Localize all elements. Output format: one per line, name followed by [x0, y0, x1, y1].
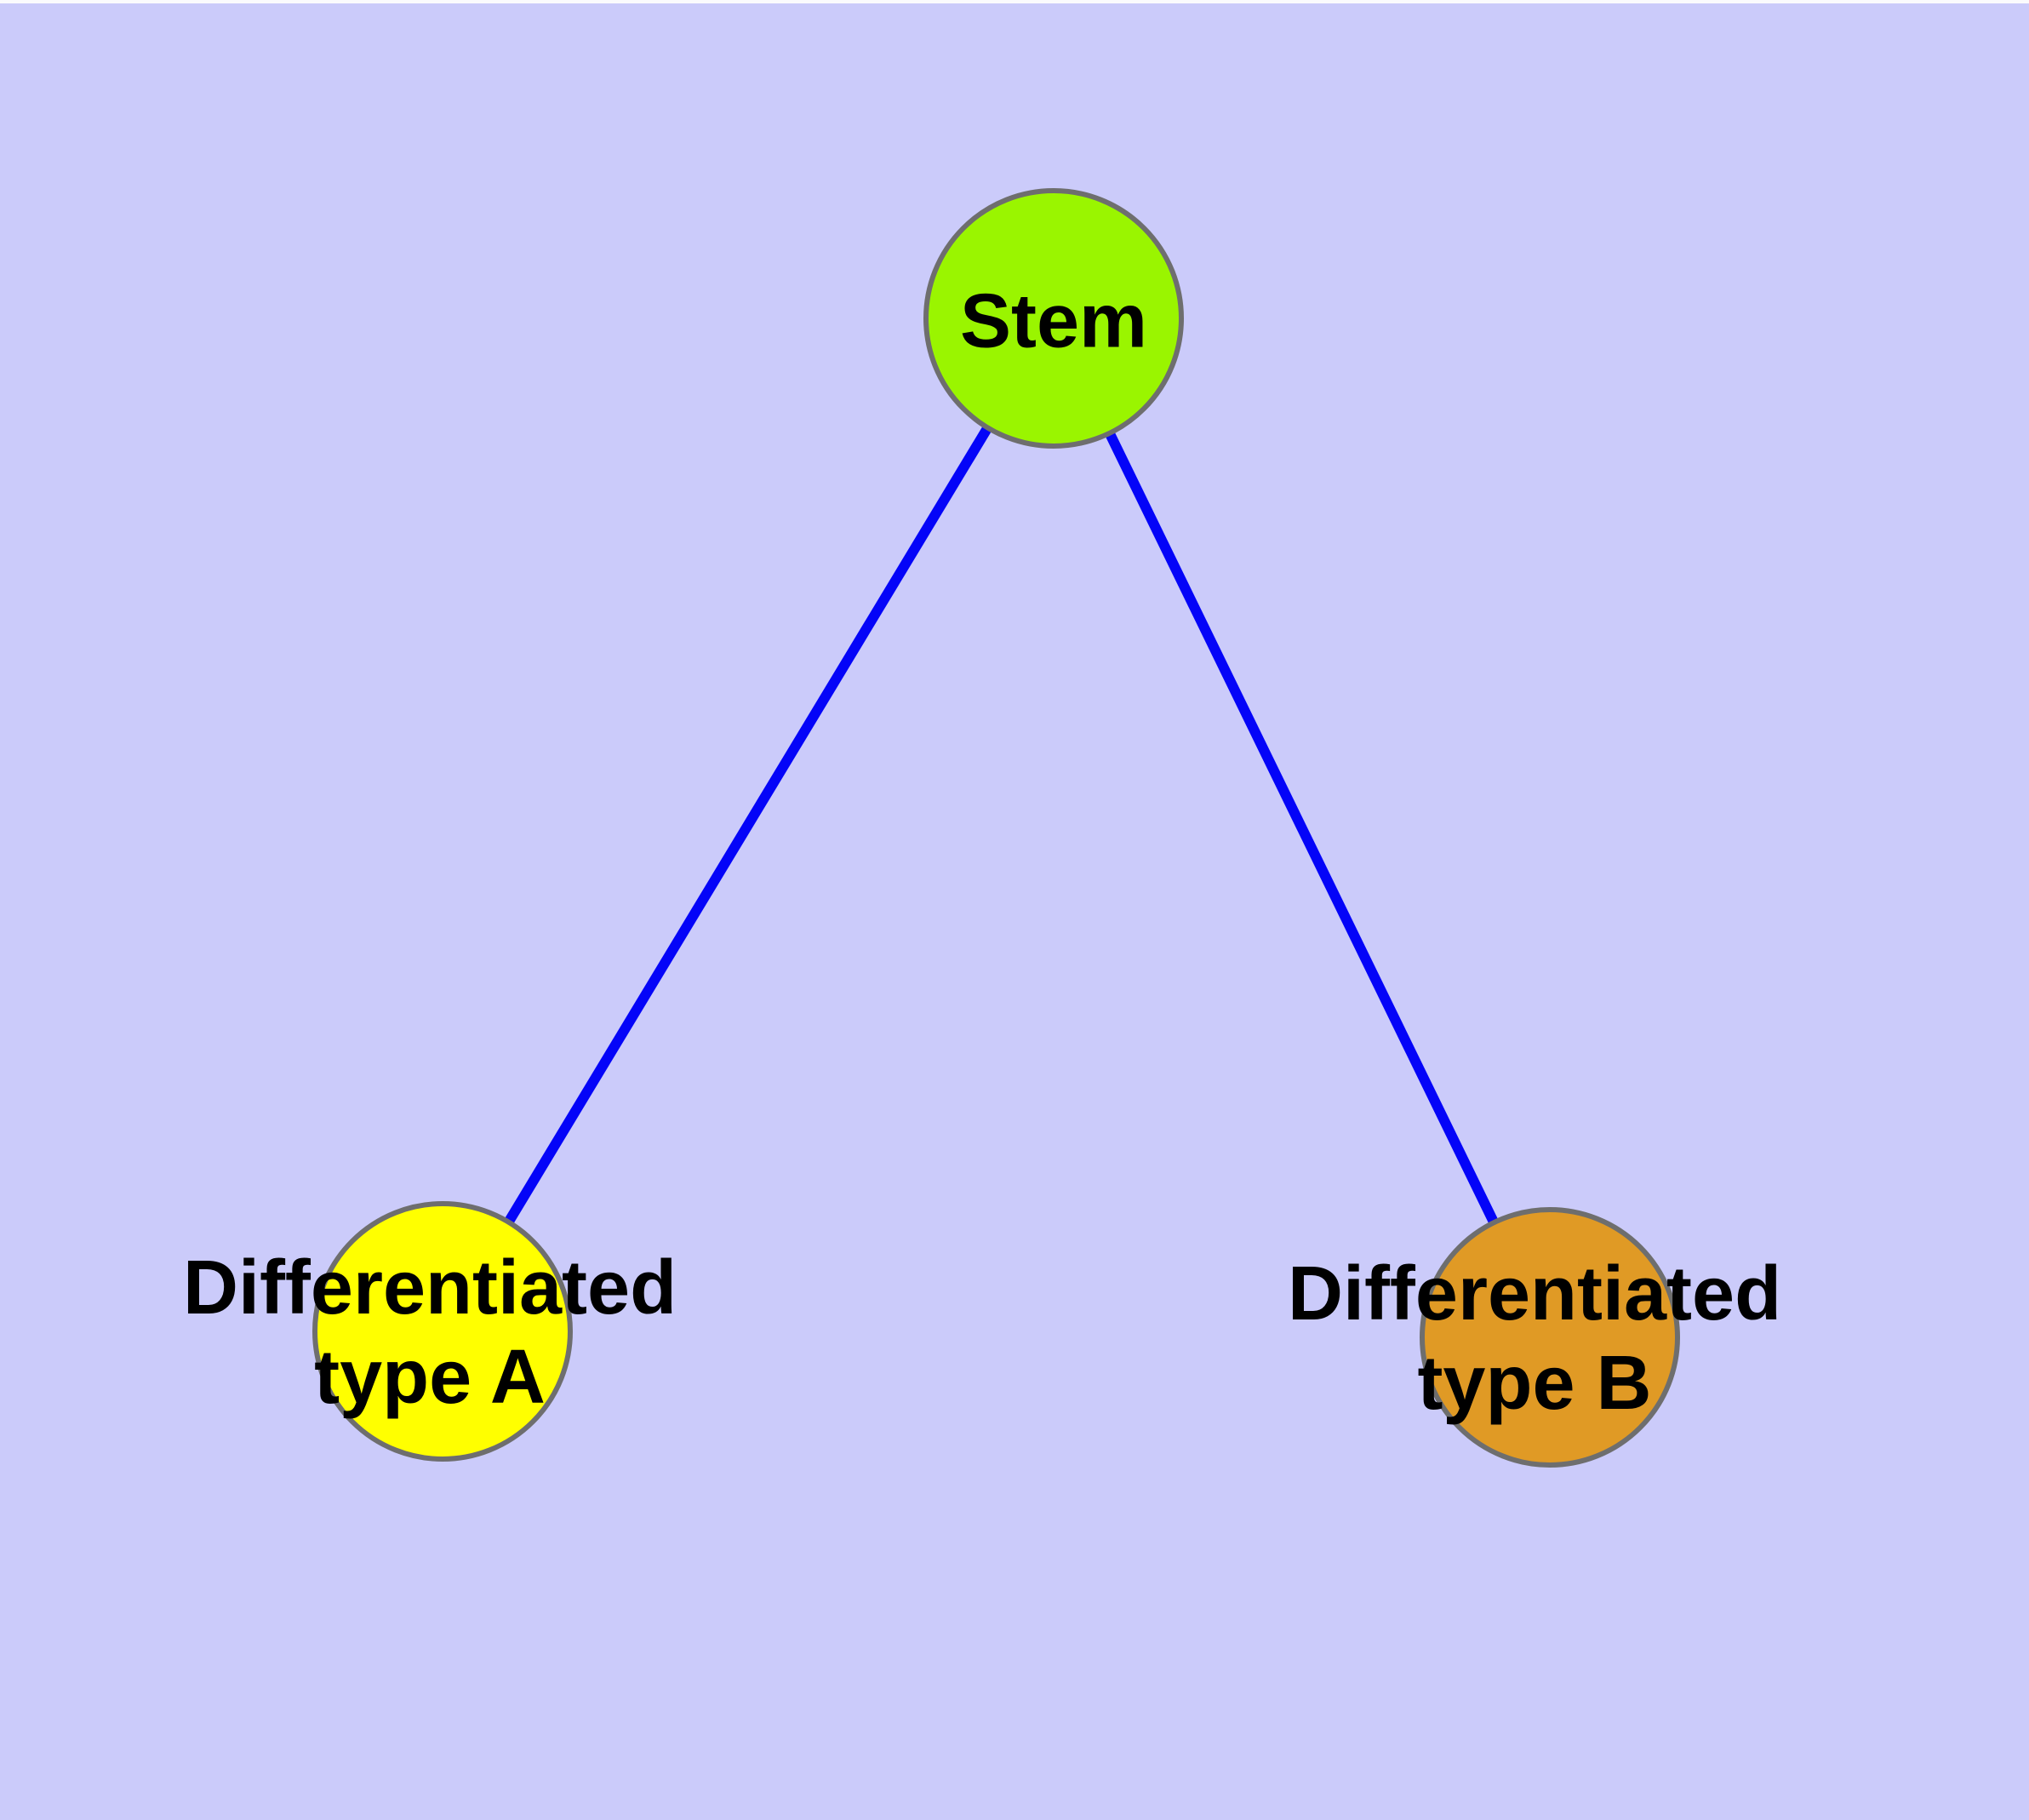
edge-stem-to-differentiated-type-a: [437, 315, 1059, 1335]
top-border-strip: [0, 0, 2029, 3]
node-stem: [923, 188, 1184, 449]
node-differentiated-type-b-label: Differentiated type B: [1287, 1251, 1782, 1426]
edge-stem-to-differentiated-type-b: [1049, 316, 1555, 1340]
node-differentiated-type-a-label: Differentiated type A: [182, 1245, 677, 1420]
node-differentiated-type-b: [1420, 1207, 1680, 1468]
node-differentiated-type-a: [312, 1201, 573, 1462]
node-stem-label: Stem: [959, 278, 1148, 364]
